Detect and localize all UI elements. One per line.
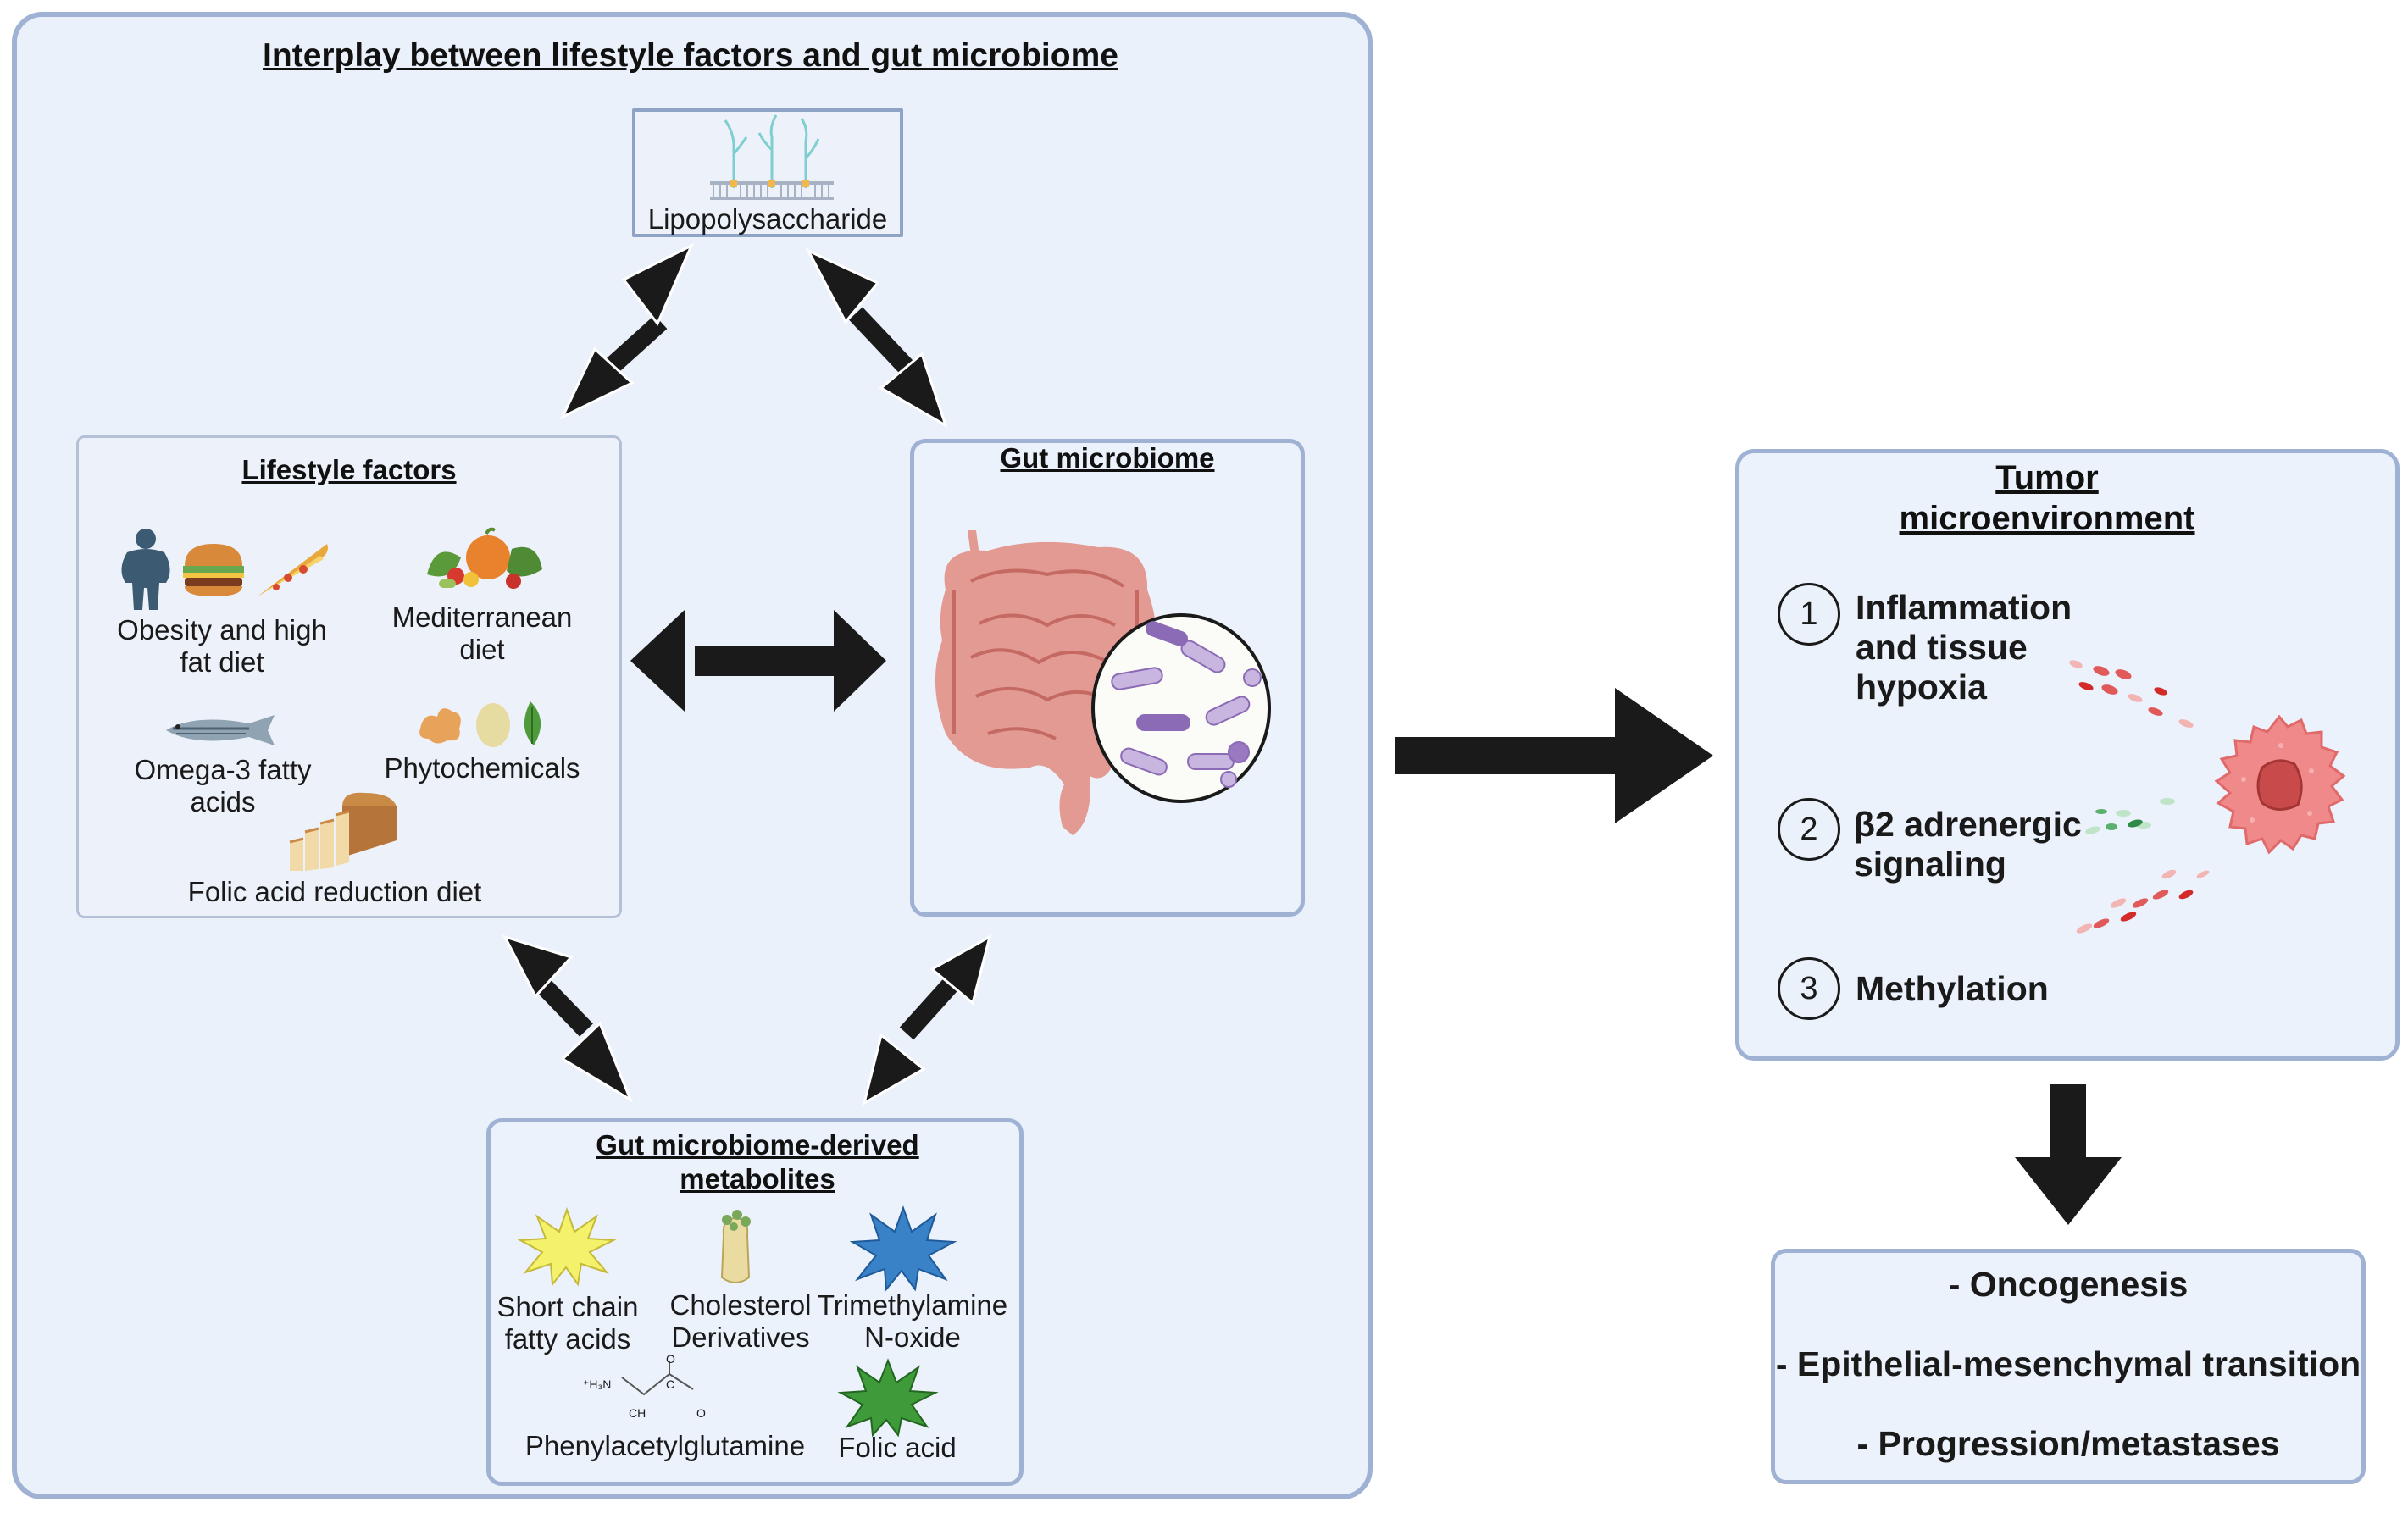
metabolite-scfa: Short chain fatty acids [497,1291,639,1355]
lifestyle-item-obesity: Obesity and high fat diet [117,614,327,678]
lps-molecule-icon [710,114,834,200]
arrowhead-lps-gut-top [805,247,880,324]
tme-item-3-number: 3 [1778,957,1840,1020]
outcome-emt: - Epithelial-mesenchymal transition [1775,1344,2361,1383]
tme-item-3-label: Methylation [1856,969,2049,1008]
arrowhead-gut-metabolites-bottom [862,1033,926,1106]
double-arrow-lifestyle-metabolites [532,974,593,1037]
tumor-cell-icon [2214,714,2346,855]
tme-title: Tumor microenvironment [1899,459,2195,537]
outcome-oncogenesis: - Oncogenesis [1948,1265,2189,1304]
metabolite-tmao: Trimethylamine N-oxide [817,1289,1008,1353]
chem-ch-label: CH [629,1406,646,1420]
arrowhead-gut-metabolites-top [929,934,992,1006]
big-arrow-head [1615,688,1713,823]
metabolite-cholesterol: Cholesterol Derivatives [669,1289,812,1353]
pizza-icon [258,544,328,596]
lifestyle-item-mediterranean: Mediterranean diet [391,601,573,665]
outcome-progression: - Progression/metastases [1856,1424,2280,1463]
arrowhead-lifestyle-gut-right [834,610,886,712]
lifestyle-title: Lifestyle factors [241,454,457,485]
gut-microbiome-title: Gut microbiome [1000,442,1215,474]
lifestyle-item-omega3: Omega-3 fatty acids [134,754,312,817]
scfa-sunburst-icon [517,1206,617,1287]
arrowhead-lps-lifestyle-top [621,242,695,326]
burger-icon [183,544,244,596]
lifestyle-item-folic-reduction: Folic acid reduction diet [187,876,482,907]
metabolite-folic-acid: Folic acid [838,1432,957,1463]
chem-o-right-label: O [696,1406,706,1420]
lifestyle-item-phytochemicals: Phytochemicals [384,752,580,784]
folic-acid-sunburst-icon [837,1358,939,1438]
bread-icon [289,792,397,871]
arrowhead-lps-gut-bottom [879,352,948,429]
arrowhead-lifestyle-metabolites-bottom [560,1021,634,1103]
metabolites-box [486,1118,1024,1486]
tme-item-2-label: β2 adrenergic signaling [1854,805,2082,884]
arrowhead-lifestyle-gut-left [630,610,685,712]
chem-amine-label: ⁺H₃N [583,1377,612,1391]
down-arrow-shaft [2050,1084,2086,1159]
tme-item-1-number: 1 [1778,583,1840,646]
fish-icon [166,715,275,745]
arrowhead-lps-lifestyle-bottom [559,346,635,420]
arrowhead-lifestyle-metabolites-top [502,934,574,999]
phenylacetylglutamine-structure-icon [621,1361,694,1396]
tme-item-2-number: 2 [1778,798,1840,861]
metabolite-phenylacetylglutamine: Phenylacetylglutamine [524,1430,806,1461]
chem-o-top-label: O [666,1352,675,1366]
obese-person-icon [121,529,170,610]
bacteria-magnified-icon [1091,613,1271,803]
double-arrow-lps-gut [848,307,919,380]
big-arrow-shaft [1395,737,1628,774]
lps-box [632,108,903,237]
phytochemicals-icon [419,701,541,747]
down-arrow-head [2015,1157,2122,1225]
chem-c-label: C [666,1377,675,1391]
mediterranean-food-icon [427,527,542,589]
lps-label: Lipopolysaccharide [647,203,888,235]
tme-item-1-label: Inflammation and tissue hypoxia [1856,588,2072,707]
signal-particles-icon [2069,660,2210,934]
metabolites-title: Gut microbiome-derived metabolites [596,1129,919,1194]
cholesterol-derivative-icon [720,1210,751,1283]
outcomes-box: - Oncogenesis - Epithelial-mesenchymal t… [1771,1249,2366,1484]
double-arrow-gut-metabolites [899,976,960,1040]
interplay-title: Interplay between lifestyle factors and … [263,37,1118,74]
tmao-sunburst-icon [849,1205,957,1292]
